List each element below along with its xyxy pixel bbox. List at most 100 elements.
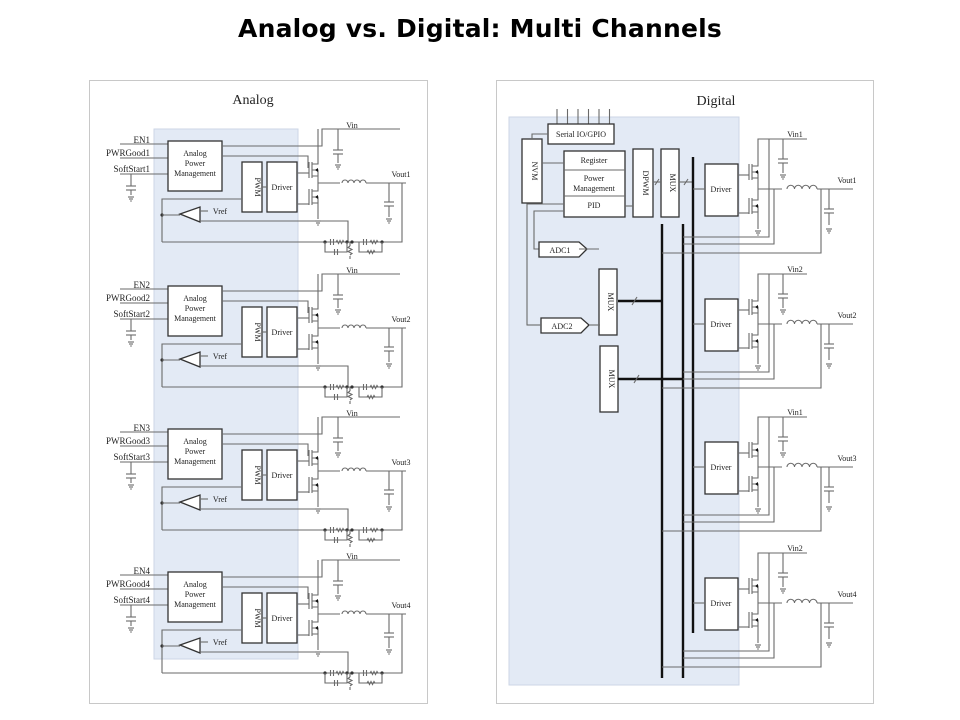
- pid-label: PID: [588, 201, 601, 210]
- wire: [683, 324, 775, 380]
- vout-label: Vout1: [838, 176, 857, 185]
- inductor-coil: [341, 324, 367, 329]
- bus-slash: [683, 178, 689, 186]
- analog-power-management-box: [167, 140, 223, 192]
- wire: [222, 128, 400, 147]
- ground-icon: [335, 452, 341, 458]
- inductor-icon: [341, 467, 367, 472]
- capacitor-icon: [778, 427, 788, 451]
- wire: [222, 559, 400, 578]
- driver-label: Driver: [272, 183, 293, 192]
- en-label: EN4: [134, 566, 151, 576]
- resistor-icon: [335, 670, 345, 676]
- mux-label: MUX: [606, 293, 615, 312]
- wire: [757, 416, 773, 439]
- wire: [375, 183, 403, 243]
- analog-channel: EN1PWRGood1SoftStart1AnalogPowerManageme…: [106, 121, 410, 259]
- vout-label: Vout2: [392, 315, 411, 324]
- mosfet-arrow: [315, 340, 318, 344]
- mux-box: [660, 148, 680, 218]
- driver-box: [266, 592, 298, 644]
- wire: [683, 467, 775, 523]
- mosfet-icon: [748, 296, 759, 318]
- driver-box: [704, 441, 739, 495]
- bus-slash: [654, 178, 660, 186]
- wire: [222, 443, 309, 456]
- driver-label: Driver: [272, 328, 293, 337]
- wire: [200, 508, 349, 530]
- wire: [752, 473, 759, 479]
- wire: [222, 273, 400, 292]
- adc1-box: [538, 241, 588, 258]
- driver-label: Driver: [272, 471, 293, 480]
- mosfet-icon: [748, 609, 759, 631]
- wire: [312, 347, 319, 353]
- inductor-coil: [341, 610, 367, 615]
- softstart-label: SoftStart2: [113, 309, 150, 319]
- mosfet-arrow: [755, 618, 758, 622]
- pwrgood-label: PWRGood1: [106, 148, 150, 158]
- en-label: EN3: [134, 423, 151, 433]
- softstart-label: SoftStart4: [113, 595, 150, 605]
- capacitor-icon: [362, 670, 368, 676]
- error-amplifier-icon: [178, 351, 201, 368]
- wire: [752, 346, 759, 352]
- capacitor-icon: [333, 429, 343, 451]
- capacitor-icon: [824, 475, 834, 503]
- wire: [200, 220, 349, 242]
- capacitor-icon: [384, 191, 394, 217]
- wire: [369, 527, 379, 533]
- vin-label: Vin: [346, 552, 358, 561]
- wire: [683, 189, 775, 245]
- wire: [531, 133, 548, 139]
- wire: [752, 591, 759, 597]
- wire: [346, 245, 354, 256]
- vref-label: Vref: [213, 207, 228, 216]
- inductor-icon: [786, 462, 818, 468]
- capacitor-icon: [333, 680, 339, 686]
- error-amplifier-icon: [178, 206, 201, 223]
- vin-label: Vin1: [787, 130, 803, 139]
- analog-channel: EN4PWRGood4SoftStart4AnalogPowerManageme…: [106, 552, 410, 690]
- wire: [752, 439, 759, 445]
- mosfet-icon: [748, 161, 759, 183]
- ground-icon: [826, 228, 832, 234]
- mosfet-arrow: [315, 313, 318, 317]
- apm-line: Analog: [183, 580, 207, 589]
- adc2-label: ADC2: [552, 322, 573, 331]
- wire: [369, 670, 379, 676]
- ground-icon: [780, 452, 786, 458]
- wire: [533, 210, 564, 250]
- capacitor-icon: [333, 141, 343, 163]
- wire: [312, 617, 319, 623]
- error-amplifier-icon: [178, 494, 201, 511]
- wire: [346, 676, 354, 687]
- capacitor-icon: [778, 563, 788, 587]
- vref-label: Vref: [213, 638, 228, 647]
- wire: [366, 680, 376, 686]
- ground-icon: [386, 506, 392, 512]
- capacitor-icon: [778, 284, 788, 308]
- wire: [369, 239, 379, 245]
- mosfet-icon: [308, 186, 319, 208]
- ground-icon: [335, 164, 341, 170]
- mosfet-icon: [308, 474, 319, 496]
- capacitor-icon: [824, 197, 834, 225]
- resistor-icon: [366, 394, 376, 400]
- driver-box: [266, 161, 298, 213]
- vref-label: Vref: [213, 495, 228, 504]
- bus-slash: [633, 374, 640, 384]
- capacitor-icon: [126, 469, 136, 483]
- wire: [312, 304, 319, 310]
- softstart-label: SoftStart1: [113, 164, 150, 174]
- wire: [324, 673, 348, 684]
- driver-label: Driver: [272, 614, 293, 623]
- mosfet-icon: [308, 304, 319, 326]
- mosfet-icon: [308, 617, 319, 639]
- junction-dot: [350, 671, 354, 675]
- nvm-label: NVM: [530, 162, 539, 181]
- analog-heading: Analog: [232, 93, 273, 108]
